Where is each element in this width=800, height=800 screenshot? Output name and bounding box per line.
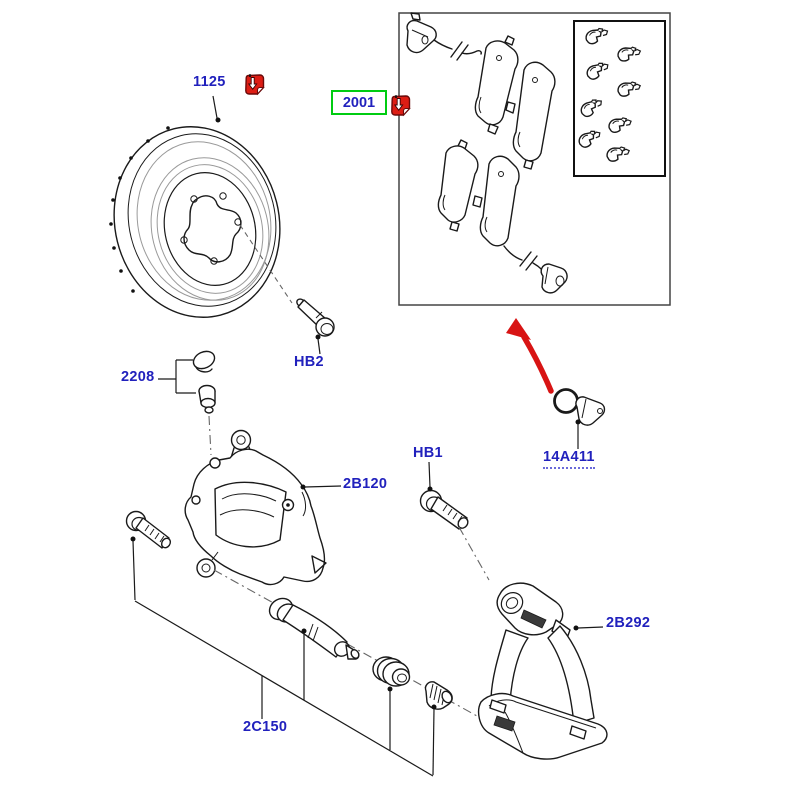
- brake-disc-drawing: [109, 126, 281, 318]
- part-callout-icon[interactable]: [390, 94, 411, 116]
- part-label-caliper[interactable]: 2B120: [343, 476, 388, 492]
- selected-part-highlight-box[interactable]: 2001: [331, 90, 387, 115]
- part-label-pad-kit: 2001: [342, 94, 376, 111]
- leader-lines: [130, 95, 604, 777]
- part-label-disc[interactable]: 1125: [193, 74, 226, 90]
- part-label-caliper-bracket[interactable]: 2B292: [606, 615, 651, 631]
- brake-pads-drawing: [406, 12, 568, 294]
- part-label-bolt-hb2[interactable]: HB2: [294, 354, 324, 370]
- part-label-wear-sensor[interactable]: 14A411: [543, 449, 595, 469]
- hb1-bolt-drawing: [419, 489, 490, 581]
- cap-and-bleeder-drawing: [158, 350, 216, 456]
- caliper-drawing: [184, 429, 327, 586]
- guide-pin-kit-drawing: [125, 510, 453, 710]
- part-callout-icon[interactable]: [244, 73, 265, 95]
- caliper-bracket-drawing: [213, 569, 608, 760]
- part-label-bolt-hb1[interactable]: HB1: [413, 445, 443, 461]
- wear-sensor-drawing: [553, 388, 606, 426]
- hb2-bolt-drawing: [239, 224, 335, 337]
- part-label-guide-pin-kit[interactable]: 2C150: [243, 719, 288, 735]
- hardware-clips-box: [573, 20, 666, 177]
- red-arrow: [506, 318, 554, 394]
- part-label-cap-and-bleeder[interactable]: 2208: [121, 369, 155, 385]
